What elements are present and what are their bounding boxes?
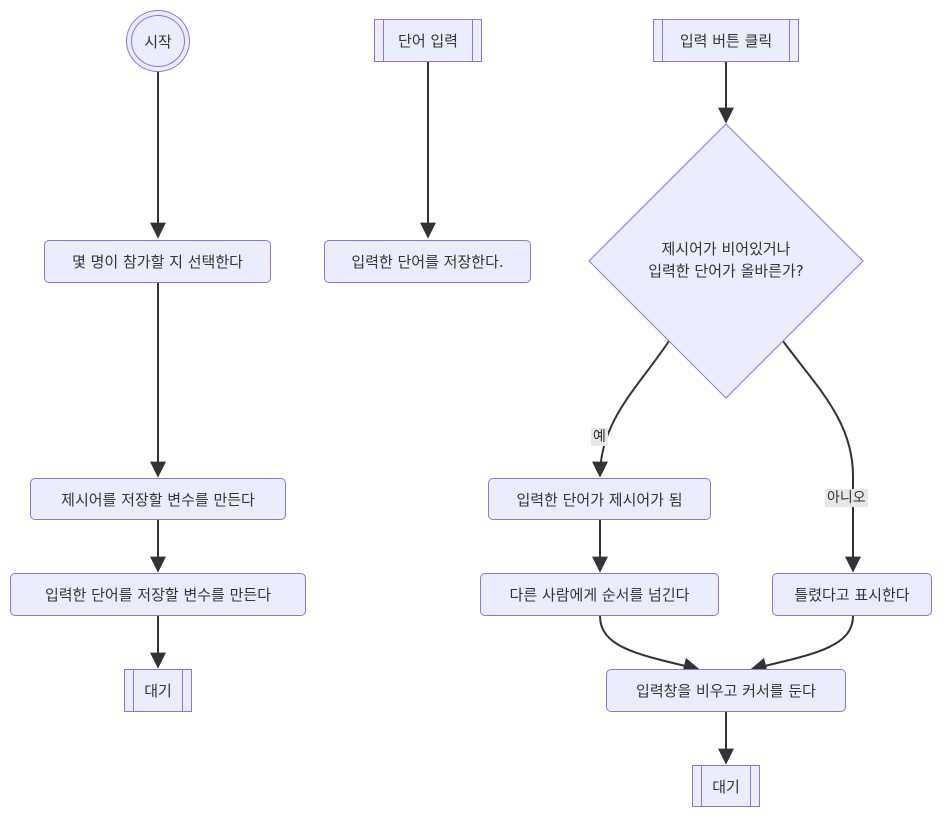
decision-line2: 입력한 단어가 올바른가? bbox=[648, 262, 804, 280]
click-input-button-node: 입력 버튼 클릭 bbox=[653, 19, 799, 62]
pass-turn-node: 다른 사람에게 순서를 넘긴다 bbox=[480, 573, 719, 616]
yes-edge-label: 예 bbox=[591, 428, 608, 446]
becomes-prompt-node: 입력한 단어가 제시어가 됨 bbox=[488, 478, 711, 520]
edge-pass-to-clear bbox=[599, 615, 700, 674]
save-word-label: 입력한 단어를 저장한다. bbox=[351, 253, 504, 271]
edge-wrong-to-clear bbox=[750, 615, 854, 674]
start-label: 시작 bbox=[144, 32, 172, 51]
edge-decision-no bbox=[782, 340, 861, 573]
becomes-prompt-label: 입력한 단어가 제시어가 됨 bbox=[516, 490, 683, 509]
click-input-button-label: 입력 버튼 클릭 bbox=[679, 32, 773, 50]
show-wrong-label: 틀렸다고 표시한다 bbox=[794, 586, 910, 604]
decision-line1: 제시어가 비어있거나 bbox=[661, 240, 791, 258]
wait-right-node: 대기 bbox=[692, 765, 760, 807]
wait-left-node: 대기 bbox=[124, 669, 192, 712]
make-prompt-var-node: 제시어를 저장할 변수를 만든다 bbox=[30, 478, 286, 520]
decision-text: 제시어가 비어있거나 입력한 단어가 올바른가? bbox=[626, 238, 826, 282]
wait-left-label: 대기 bbox=[144, 682, 172, 700]
no-edge-label: 아니오 bbox=[825, 489, 868, 507]
show-wrong-node: 틀렸다고 표시한다 bbox=[772, 573, 932, 616]
word-input-label: 단어 입력 bbox=[398, 32, 458, 50]
edge-decision-yes bbox=[592, 340, 670, 478]
pass-turn-label: 다른 사람에게 순서를 넘긴다 bbox=[509, 586, 690, 604]
save-word-node: 입력한 단어를 저장한다. bbox=[324, 240, 531, 283]
make-prompt-var-label: 제시어를 저장할 변수를 만든다 bbox=[61, 490, 255, 509]
clear-input-node: 입력창을 비우고 커서를 둔다 bbox=[606, 669, 846, 712]
wait-right-label: 대기 bbox=[712, 777, 740, 796]
decision-diamond bbox=[588, 123, 864, 399]
start-node: 시작 bbox=[126, 10, 190, 72]
select-players-label: 몇 명이 참가할 지 선택한다 bbox=[72, 253, 243, 271]
clear-input-label: 입력창을 비우고 커서를 둔다 bbox=[636, 682, 816, 700]
make-input-var-node: 입력한 단어를 저장할 변수를 만든다 bbox=[10, 573, 306, 616]
word-input-node: 단어 입력 bbox=[374, 19, 482, 62]
make-input-var-label: 입력한 단어를 저장할 변수를 만든다 bbox=[44, 586, 272, 604]
select-players-node: 몇 명이 참가할 지 선택한다 bbox=[44, 240, 271, 283]
